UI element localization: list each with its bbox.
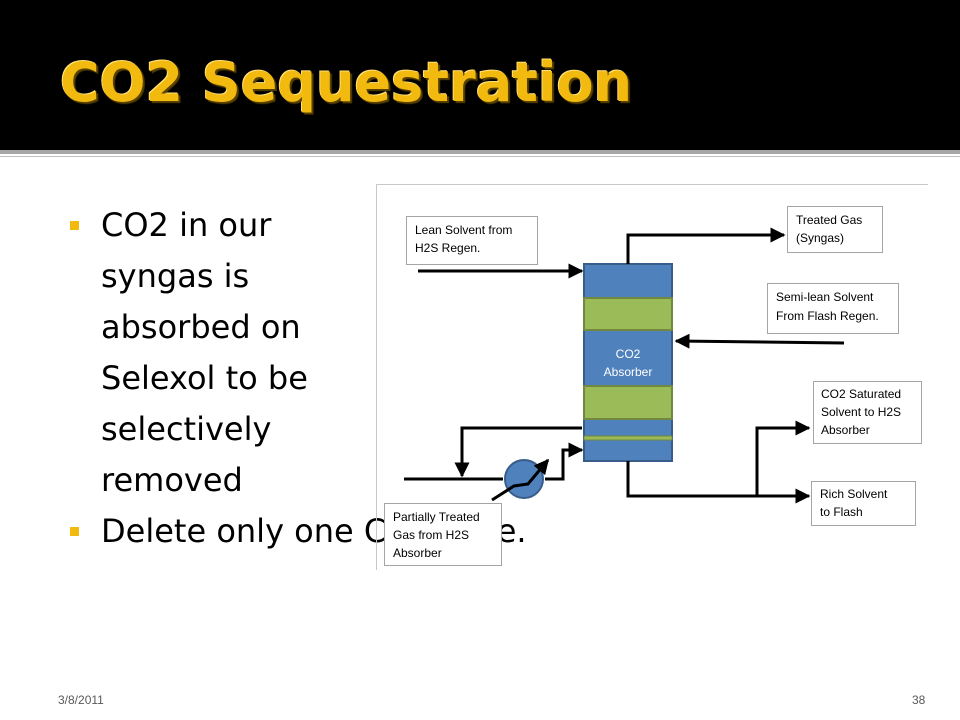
treated-gas-arrow xyxy=(626,227,786,264)
heat-exchanger-icon xyxy=(504,459,544,499)
co2-saturated-line1: CO2 Saturated xyxy=(821,387,901,401)
recycle-loop-arrow xyxy=(454,426,582,478)
packing-tray xyxy=(583,435,673,441)
semi-lean-line2: From Flash Regen. xyxy=(776,309,879,323)
rich-solvent-line2: to Flash xyxy=(820,505,863,519)
slide-number: 38 xyxy=(912,693,926,707)
semi-lean-box: Semi-lean Solvent From Flash Regen. xyxy=(767,283,899,334)
cooled-gas-arrow xyxy=(545,442,584,481)
slide-title: CO2 Sequestration xyxy=(60,51,633,114)
title-divider-thin xyxy=(0,156,960,157)
treated-gas-line1: Treated Gas xyxy=(796,213,862,227)
packing-bed-upper xyxy=(583,297,673,331)
title-bar: CO2 Sequestration xyxy=(0,0,960,150)
co2-saturated-box: CO2 Saturated Solvent to H2S Absorber xyxy=(813,381,922,444)
partially-treated-line3: Absorber xyxy=(393,546,442,560)
bullet-item: Delete only one CO2 slide. xyxy=(68,506,527,557)
co2-saturated-line2: Solvent to H2S xyxy=(821,405,901,419)
partially-treated-line1: Partially Treated xyxy=(393,510,480,524)
co2-saturated-arrow xyxy=(755,420,811,496)
packing-bed-lower xyxy=(583,385,673,420)
bullet-square-icon xyxy=(70,221,79,230)
bullet-square-icon xyxy=(70,527,79,536)
rich-solvent-box: Rich Solvent to Flash xyxy=(811,481,916,526)
absorber-label-line2: Absorber xyxy=(604,365,653,379)
co2-absorber-diagram: CO2 Absorber Lean Solvent from H2S Regen… xyxy=(376,184,928,570)
treated-gas-box: Treated Gas (Syngas) xyxy=(787,206,883,253)
absorber-label-line1: CO2 xyxy=(616,347,641,361)
lean-solvent-box: Lean Solvent from H2S Regen. xyxy=(406,216,538,265)
lean-solvent-line1: Lean Solvent from xyxy=(415,223,512,237)
semi-lean-line1: Semi-lean Solvent xyxy=(776,290,874,304)
footer-date: 3/8/2011 xyxy=(58,693,104,707)
semi-lean-arrow xyxy=(674,333,845,349)
co2-saturated-line3: Absorber xyxy=(821,423,870,437)
partially-treated-line2: Gas from H2S xyxy=(393,528,469,542)
bullet-list: CO2 in our syngas is absorbed on Selexol… xyxy=(68,200,527,557)
title-divider xyxy=(0,150,960,154)
heat-exchanger-arrow xyxy=(491,458,550,502)
rich-solvent-line1: Rich Solvent xyxy=(820,487,888,501)
bullet-text: CO2 in our syngas is absorbed on Selexol… xyxy=(101,206,308,499)
rich-solvent-arrow xyxy=(626,461,811,504)
treated-gas-line2: (Syngas) xyxy=(796,231,844,245)
partially-treated-box: Partially Treated Gas from H2S Absorber xyxy=(384,503,502,566)
absorber-column xyxy=(583,263,673,462)
lean-solvent-line2: H2S Regen. xyxy=(415,241,480,255)
bullet-item: CO2 in our syngas is absorbed on Selexol… xyxy=(68,200,378,506)
